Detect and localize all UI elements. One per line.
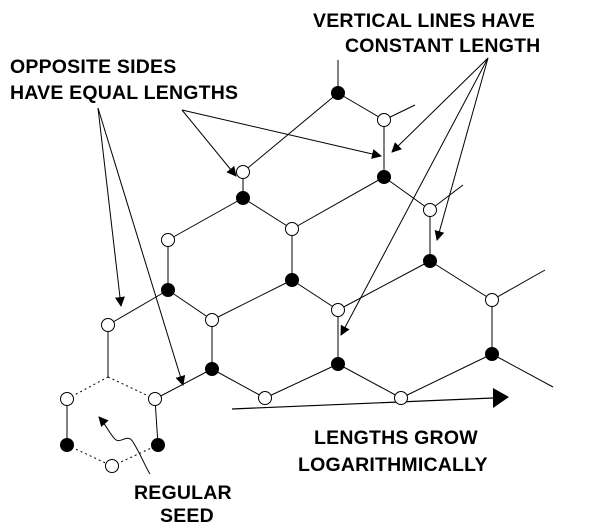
arrow-to-vertical-line xyxy=(434,57,489,241)
label-lengths-grow-line2: LOGARITHMICALLY xyxy=(298,454,488,476)
filled-node xyxy=(485,347,499,361)
open-node xyxy=(258,391,272,405)
open-node xyxy=(236,165,250,179)
label-lengths-grow-line1: LENGTHS GROW xyxy=(314,427,478,449)
arrow-to-vertical-line xyxy=(391,57,489,153)
filled-node xyxy=(377,170,391,184)
callout-arrows xyxy=(97,57,489,475)
lattice-edge xyxy=(264,363,339,399)
label-regular-seed-line1: REGULAR xyxy=(134,482,232,504)
open-node xyxy=(394,391,408,405)
lattice-edges xyxy=(66,60,554,467)
lattice-edge xyxy=(491,353,554,388)
filled-node xyxy=(331,86,345,100)
open-node xyxy=(485,293,499,307)
lattice-edge xyxy=(491,269,546,301)
filled-node xyxy=(60,438,74,452)
filled-node xyxy=(423,254,437,268)
growth-arrow xyxy=(231,388,509,410)
seed-edge xyxy=(66,444,113,467)
arrow-to-vertical-line xyxy=(340,57,489,336)
open-node xyxy=(161,233,175,247)
filled-node xyxy=(331,357,345,371)
lattice-edge xyxy=(400,353,493,399)
label-opposite-sides-line2: HAVE EQUAL LENGTHS xyxy=(10,82,238,104)
open-node xyxy=(377,113,391,127)
open-node xyxy=(423,203,437,217)
filled-node xyxy=(285,273,299,287)
lattice-nodes xyxy=(60,86,499,473)
lattice-edge xyxy=(211,368,266,399)
seed-edge xyxy=(154,398,159,446)
filled-node xyxy=(236,191,250,205)
filled-node xyxy=(161,283,175,297)
lattice-edge xyxy=(291,176,385,230)
lattice-edge xyxy=(154,368,213,400)
lattice-edge xyxy=(242,92,339,173)
lattice-edge xyxy=(211,279,293,321)
caption-labels: VERTICAL LINES HAVE CONSTANT LENGTH OPPO… xyxy=(10,10,540,525)
lattice-edge xyxy=(107,289,169,326)
lattice-edge xyxy=(291,279,339,311)
open-node xyxy=(101,318,115,332)
lattice-edge xyxy=(167,289,213,321)
filled-node xyxy=(151,438,165,452)
label-opposite-sides-line1: OPPOSITE SIDES xyxy=(10,56,176,78)
seed-edge xyxy=(107,376,156,400)
label-regular-seed-line2: SEED xyxy=(160,505,214,525)
lattice-edge xyxy=(337,363,402,399)
label-vertical-lines-line2: CONSTANT LENGTH xyxy=(345,35,540,57)
arrow-to-opposite-side xyxy=(97,107,125,307)
open-node xyxy=(105,459,119,473)
open-node xyxy=(331,303,345,317)
open-node xyxy=(285,222,299,236)
filled-node xyxy=(205,362,219,376)
lattice-edge xyxy=(337,92,385,121)
arrow-to-opposite-side xyxy=(97,107,186,386)
lattice-edge xyxy=(242,197,293,230)
open-node xyxy=(60,392,74,406)
seed-edge xyxy=(111,444,159,467)
label-vertical-lines-line1: VERTICAL LINES HAVE xyxy=(313,10,535,32)
lattice-edge xyxy=(167,197,244,241)
lattice-edge xyxy=(383,176,431,211)
open-node xyxy=(148,392,162,406)
open-node xyxy=(205,313,219,327)
arrow-to-opposite-side xyxy=(181,109,382,159)
lattice-edge xyxy=(429,260,493,301)
lattice-edge xyxy=(337,260,431,311)
seed-pointer-squiggle xyxy=(98,416,151,475)
arrow-to-opposite-side xyxy=(181,109,237,177)
